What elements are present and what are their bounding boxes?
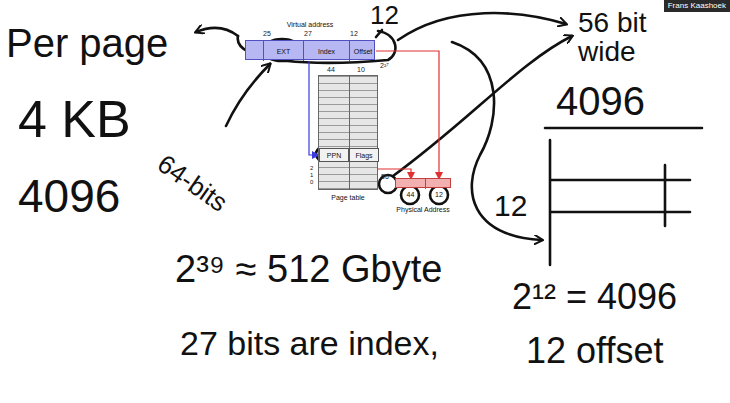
node-text: PPN [327,152,341,159]
physical-address-band: Physical Address4412 [395,178,451,188]
handwritten-note: 56 bit wide [578,8,690,67]
circle-44 [401,186,419,204]
node-text: EXT [277,48,291,55]
bit-width: 10 [357,66,365,73]
loop-around-address [238,31,396,63]
row-index: 0 [310,179,313,185]
physical-ppn-field: 44 [396,179,426,189]
handwritten-note: 27 bits are index, [180,326,439,362]
node-text: Flags [355,152,372,159]
handwritten-number: 12 [494,190,527,222]
circle-12 [430,186,448,204]
bit-width: 44 [327,66,335,73]
row-index: 1 [310,172,313,178]
row-index: 2 [310,165,313,171]
physical-offset-field: 12 [426,179,452,189]
table-sketch [545,128,702,265]
bit-width: 12 [350,30,358,37]
handwritten-note: Per page [6,22,168,64]
handwritten-note: 2¹² = 4096 [512,278,677,316]
node-text: 44 [407,191,415,198]
table-size: 2²⁷ [380,62,389,69]
offset-copy-arrow [376,51,439,179]
node-text: Virtual address [287,21,334,28]
page-table: Page tablePPNFlags [318,75,378,190]
curve-to-table [452,42,542,240]
bit-width: 25 [263,30,271,37]
index-field: Index [303,41,349,61]
node-text: Index [318,48,335,55]
bit-width: 56 [381,173,389,180]
handwritten-note: 64-bits [152,150,232,217]
node-text: 12 [435,191,443,198]
ppn-cell: PPN [319,148,349,162]
node-text: Physical Address [396,206,449,213]
ext-field: EXT [263,41,303,61]
handwritten-note: 4096 [18,172,120,220]
handwritten-note: 12 offset [526,332,663,370]
node-text: Offset [354,48,373,55]
handwritten-note: 2³⁹ ≈ 512 Gbyte [175,250,442,290]
bit-width: 27 [304,30,312,37]
arrow-56-up [393,36,572,176]
handwritten-note: 4 KB [18,92,131,147]
node-text: Page table [331,194,364,201]
virtual-address-band: Virtual addressEXTIndexOffset [245,40,375,60]
arrow-64-bits [226,64,270,126]
handwritten-number: 12 [370,2,399,29]
arrow-left [196,28,238,36]
offset-field: Offset [349,41,376,61]
stroke-from-12 [376,30,382,37]
handwritten-number: 4096 [556,80,645,122]
arrow-to-56-bit [398,13,566,40]
speaker-nameplate: Frans Kaashoek [664,0,730,12]
flags-cell: Flags [349,148,379,162]
